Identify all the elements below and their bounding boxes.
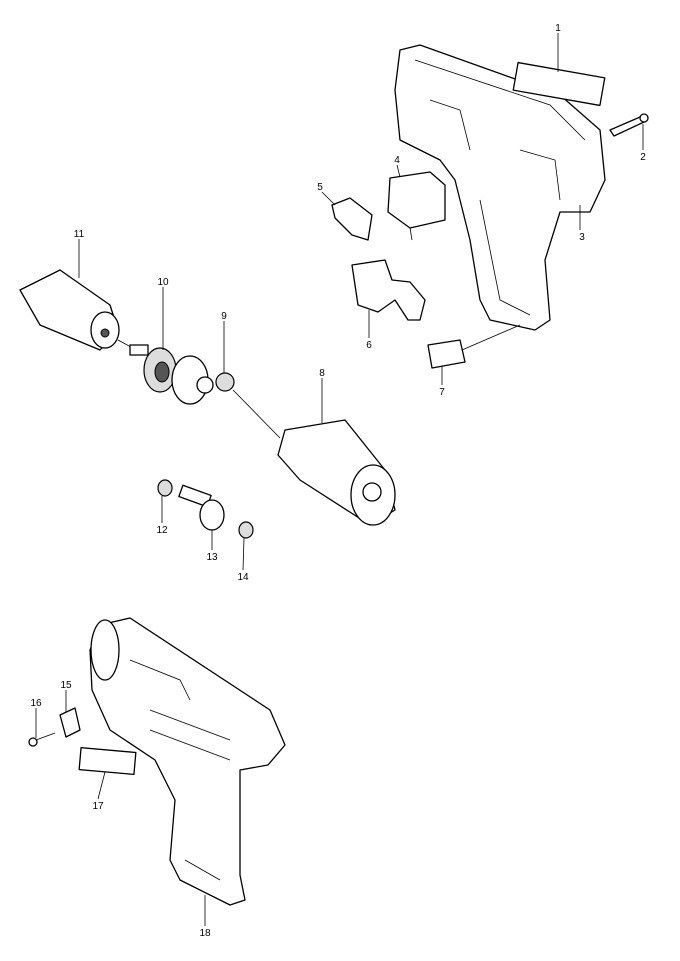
part-bushing-small-2 — [238, 521, 254, 539]
part-clip — [59, 707, 81, 738]
part-gear-assembly — [129, 344, 214, 405]
callout-7: 7 — [439, 387, 445, 398]
part-plate — [331, 197, 373, 241]
callout-12: 12 — [156, 525, 168, 536]
part-label-plate-2 — [78, 747, 137, 776]
part-terminal — [427, 339, 466, 369]
part-screw — [609, 113, 649, 137]
part-chuck — [19, 269, 141, 353]
callout-8: 8 — [319, 368, 325, 379]
part-motor — [277, 419, 396, 526]
callout-15: 15 — [60, 680, 72, 691]
part-switch — [387, 171, 446, 241]
callout-14: 14 — [237, 572, 249, 583]
callout-1: 1 — [555, 23, 561, 34]
leader-lines — [35, 33, 644, 926]
part-trigger — [351, 259, 426, 321]
part-bushing-small — [157, 479, 173, 497]
callout-2: 2 — [640, 152, 646, 163]
callout-11: 11 — [74, 229, 85, 240]
part-screw-small — [28, 732, 56, 747]
callout-17: 17 — [92, 801, 104, 812]
part-label-plate — [512, 61, 606, 107]
callout-6: 6 — [366, 340, 372, 351]
part-bushing — [215, 372, 235, 392]
part-pinion-gear — [178, 484, 225, 531]
callout-13: 13 — [206, 552, 218, 563]
callout-labels: 1 2 3 4 5 6 7 8 9 10 11 12 13 14 15 16 1… — [30, 23, 646, 939]
callout-5: 5 — [317, 182, 323, 193]
part-housing-right — [394, 44, 606, 331]
part-housing-left — [89, 617, 286, 906]
callout-9: 9 — [221, 311, 227, 322]
callout-10: 10 — [157, 277, 169, 288]
callout-3: 3 — [579, 232, 585, 243]
callout-18: 18 — [199, 928, 211, 939]
callout-16: 16 — [30, 698, 42, 709]
callout-4: 4 — [394, 155, 400, 166]
